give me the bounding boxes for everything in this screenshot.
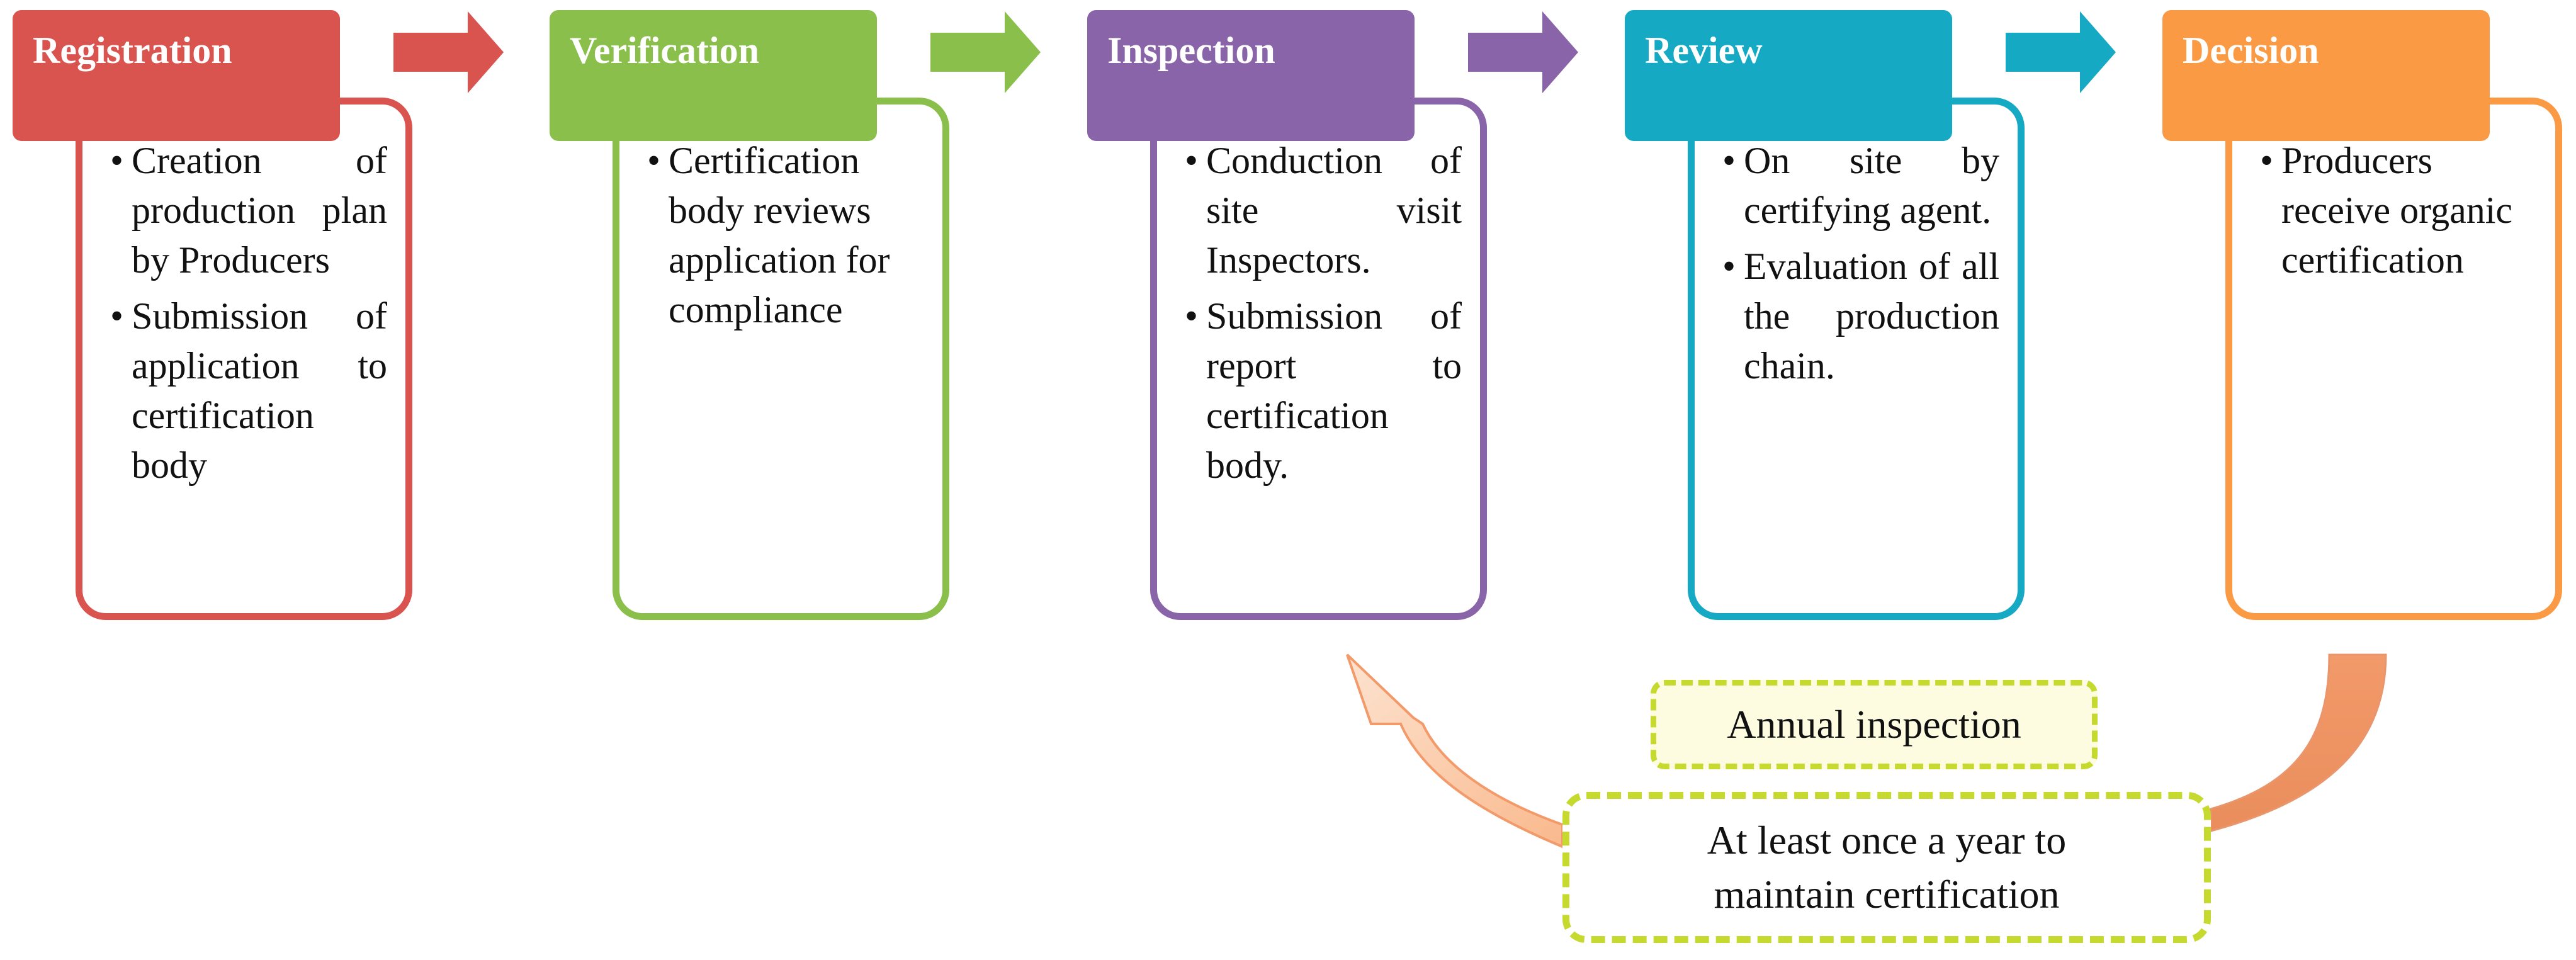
stage-inspection-box: •Conduction of site visit Inspectors. •S… (1150, 98, 1487, 620)
stage-decision: •Producers receive organic certification… (2162, 0, 2562, 630)
bullet-text: Producers receive organic certification (2281, 140, 2513, 281)
arrow-right-icon (1468, 11, 1578, 93)
annual-note-line-2: maintain certification (1714, 872, 2060, 917)
bullet-text: Submission of application to certificati… (132, 295, 387, 486)
bullet-dot: • (1722, 140, 1736, 181)
stage-registration-header: Registration (13, 10, 340, 141)
bullet-text: On site by certifying agent. (1744, 140, 1999, 231)
stage-registration-bullets: •Creation of production plan by Producer… (110, 136, 387, 497)
bullet-dot: • (1722, 246, 1736, 287)
annual-inspection-note: At least once a year to maintain certifi… (1562, 792, 2211, 943)
bullet-text: Conduction of site visit Inspectors. (1206, 140, 1462, 281)
bullet-item: •On site by certifying agent. (1722, 136, 1999, 235)
bullet-text: Creation of production plan by Producers (132, 140, 387, 281)
bullet-item: •Evaluation of all the production chain. (1722, 242, 1999, 391)
arrow-right-icon (2006, 11, 2116, 93)
bullet-item: •Submission of application to certificat… (110, 291, 387, 490)
stage-inspection-bullets: •Conduction of site visit Inspectors. •S… (1185, 136, 1462, 497)
stage-registration: •Creation of production plan by Producer… (13, 0, 412, 630)
stage-decision-box: •Producers receive organic certification (2225, 98, 2562, 620)
bullet-text: Submission of report to certification bo… (1206, 295, 1462, 486)
stage-verification-header: Verification (550, 10, 877, 141)
bullet-dot: • (110, 140, 124, 181)
bullet-item: •Submission of report to certification b… (1185, 291, 1462, 490)
bullet-item: •Creation of production plan by Producer… (110, 136, 387, 285)
stage-review: •On site by certifying agent. •Evaluatio… (1625, 0, 2025, 630)
stage-inspection: •Conduction of site visit Inspectors. •S… (1087, 0, 1487, 630)
bullet-dot: • (1185, 295, 1199, 337)
arrow-right-icon (930, 11, 1041, 93)
stage-verification: •Certification body reviews application … (550, 0, 949, 630)
bullet-dot: • (110, 295, 124, 337)
bullet-text: Certification body reviews application f… (669, 140, 890, 330)
bullet-item: •Certification body reviews application … (647, 136, 924, 335)
bullet-text: Evaluation of all the production chain. (1744, 246, 1999, 387)
annual-inspection-label: Annual inspection (1651, 680, 2098, 769)
annual-note-line-1: At least once a year to (1707, 818, 2067, 862)
stage-decision-header: Decision (2162, 10, 2490, 141)
stage-review-box: •On site by certifying agent. •Evaluatio… (1688, 98, 2025, 620)
bullet-item: •Conduction of site visit Inspectors. (1185, 136, 1462, 285)
bullet-dot: • (647, 140, 661, 181)
stage-verification-bullets: •Certification body reviews application … (647, 136, 924, 341)
stage-inspection-header: Inspection (1087, 10, 1415, 141)
annual-inspection-text: Annual inspection (1727, 702, 2021, 747)
stage-registration-box: •Creation of production plan by Producer… (76, 98, 412, 620)
arrow-right-icon (393, 11, 504, 93)
stage-review-header: Review (1625, 10, 1952, 141)
stage-review-bullets: •On site by certifying agent. •Evaluatio… (1722, 136, 1999, 397)
stage-decision-bullets: •Producers receive organic certification (2260, 136, 2537, 291)
loop-arrow-inspection-icon (1346, 653, 1564, 849)
loop-arrow-decision-icon (2210, 653, 2387, 832)
bullet-item: •Producers receive organic certification (2260, 136, 2537, 285)
bullet-dot: • (2260, 140, 2274, 181)
bullet-dot: • (1185, 140, 1199, 181)
